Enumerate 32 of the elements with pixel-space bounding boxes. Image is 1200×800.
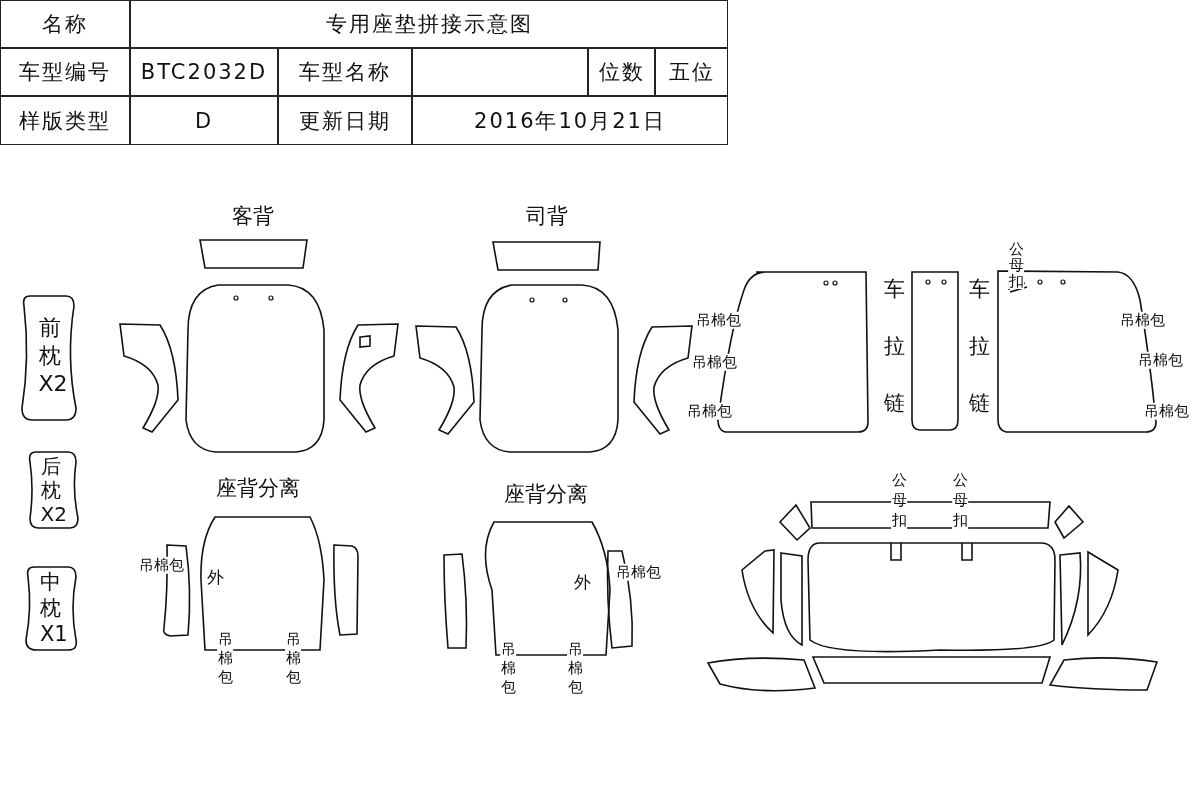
- piece-label: 吊棉包: [691, 353, 737, 371]
- section-heading: 司背: [526, 205, 568, 229]
- table-cell: 更新日期: [278, 96, 412, 145]
- section-heading: 座背分离: [504, 483, 588, 507]
- section-heading: 客背: [232, 205, 274, 229]
- piece-label: 吊棉包: [695, 311, 741, 329]
- piece-label: 吊棉包: [500, 639, 516, 697]
- piece-label: 吊棉包: [285, 629, 301, 687]
- section-heading: 座背分离: [216, 477, 300, 501]
- table-cell: 五位: [655, 48, 728, 96]
- table-cell: 专用座垫拼接示意图: [130, 0, 728, 48]
- piece-label: 吊棉包: [686, 402, 732, 420]
- piece-label: 外: [206, 567, 224, 587]
- table-cell: 车型名称: [278, 48, 412, 96]
- piece-label: 吊棉包: [615, 563, 661, 581]
- piece-label: 公母扣: [952, 470, 968, 530]
- piece-label: 公母扣: [891, 470, 907, 530]
- piece-label: 吊棉包: [1119, 311, 1165, 329]
- piece-label: 吊棉包: [217, 629, 233, 687]
- piece-label: 吊棉包: [1143, 402, 1189, 420]
- table-cell: 名称: [0, 0, 130, 48]
- piece-label: 公母扣: [1008, 241, 1024, 289]
- piece-label: 吊棉包: [567, 639, 583, 697]
- table-cell: 车型编号: [0, 48, 130, 96]
- table-cell: 位数: [588, 48, 655, 96]
- piece-label: 吊棉包: [1137, 351, 1183, 369]
- piece-label: 外: [573, 572, 591, 592]
- table-cell: D: [130, 96, 278, 145]
- table-cell: BTC2032D: [130, 48, 278, 96]
- table-cell: 2016年10月21日: [412, 96, 728, 145]
- piece-label: 吊棉包: [138, 556, 184, 574]
- table-cell: 样版类型: [0, 96, 130, 145]
